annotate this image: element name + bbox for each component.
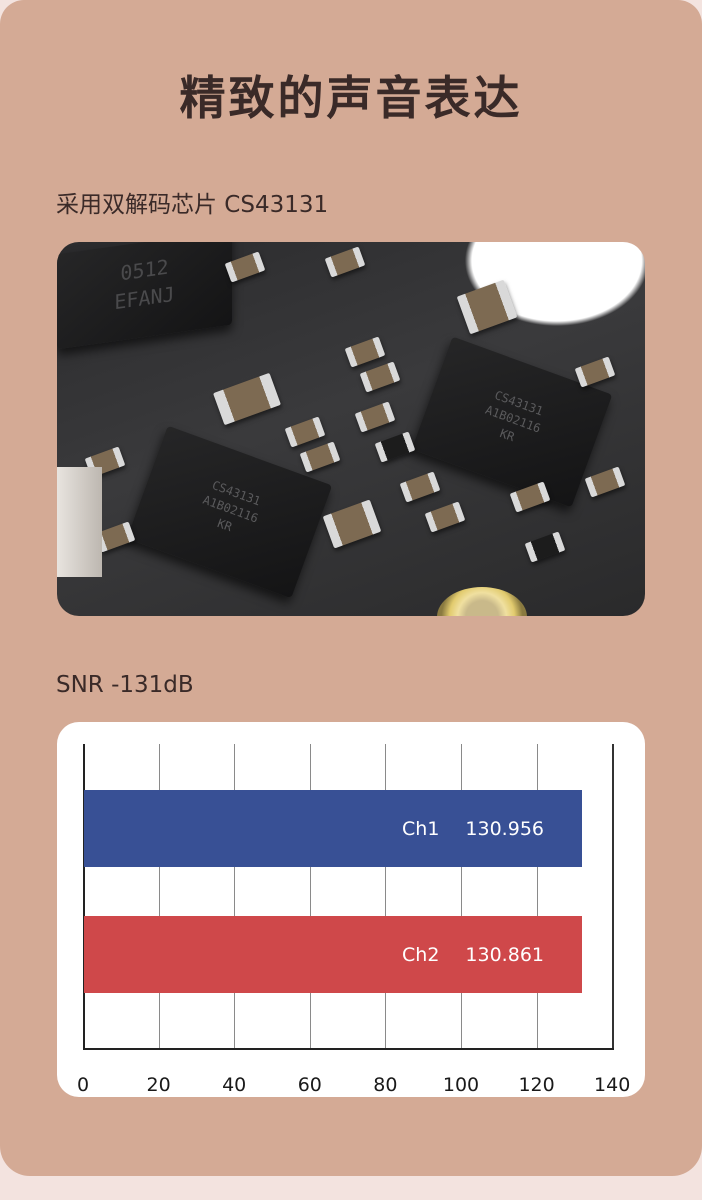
bar-ch1: Ch1 130.956 xyxy=(84,790,582,867)
capacitor xyxy=(456,279,518,335)
gridline xyxy=(309,744,311,1049)
x-tick: 20 xyxy=(146,1074,171,1096)
bar-value: 130.861 xyxy=(465,943,544,966)
gridline xyxy=(385,744,387,1049)
capacitor xyxy=(284,416,326,448)
bar-label: Ch1 xyxy=(402,817,440,840)
x-tick: 80 xyxy=(373,1074,398,1096)
gridline xyxy=(234,744,236,1049)
capacitor xyxy=(399,471,441,503)
chip-heading: 采用双解码芯片 CS43131 xyxy=(56,192,329,218)
capacitor xyxy=(299,441,341,473)
capacitor xyxy=(584,466,626,498)
bar-ch2: Ch2 130.861 xyxy=(84,916,582,993)
page-title: 精致的声音表达 xyxy=(179,71,523,125)
right-border xyxy=(612,744,614,1049)
capacitor xyxy=(574,356,616,388)
x-tick: 100 xyxy=(442,1074,480,1096)
plot-area: Ch1 130.956 Ch2 130.861 0 20 40 60 80 10… xyxy=(77,744,630,1096)
gridline xyxy=(461,744,462,1049)
connector xyxy=(57,467,102,577)
bar-value: 130.956 xyxy=(465,817,544,840)
snr-chart: Ch1 130.956 Ch2 130.861 0 20 40 60 80 10… xyxy=(57,722,645,1097)
capacitor xyxy=(354,401,396,433)
capacitor xyxy=(344,336,386,368)
gridline xyxy=(536,744,538,1049)
gold-contact xyxy=(437,587,527,616)
x-axis xyxy=(83,1048,614,1050)
snr-heading: SNR -131dB xyxy=(56,672,194,698)
resistor xyxy=(524,531,566,563)
y-axis xyxy=(83,744,85,1049)
x-tick: 140 xyxy=(594,1074,631,1096)
x-tick: 40 xyxy=(222,1074,247,1096)
capacitor xyxy=(424,501,466,533)
capacitor xyxy=(212,372,282,426)
x-tick: 60 xyxy=(297,1074,322,1096)
gridline xyxy=(158,744,160,1049)
circuit-board-photo: 0512 EFANJ CS43131 A1B02116 KR CS43131 A… xyxy=(57,242,645,616)
bar-label: Ch2 xyxy=(402,943,440,966)
capacitor xyxy=(359,361,401,393)
capacitor xyxy=(322,499,382,549)
dac-chip-right: CS43131 A1B02116 KR xyxy=(411,336,613,508)
dac-chip-left: CS43131 A1B02116 KR xyxy=(126,425,333,599)
x-tick: 0 xyxy=(76,1074,90,1096)
x-tick: 120 xyxy=(518,1074,555,1096)
oscillator-chip: 0512 EFANJ xyxy=(57,242,232,350)
resistor xyxy=(374,431,416,463)
capacitor xyxy=(324,246,366,278)
